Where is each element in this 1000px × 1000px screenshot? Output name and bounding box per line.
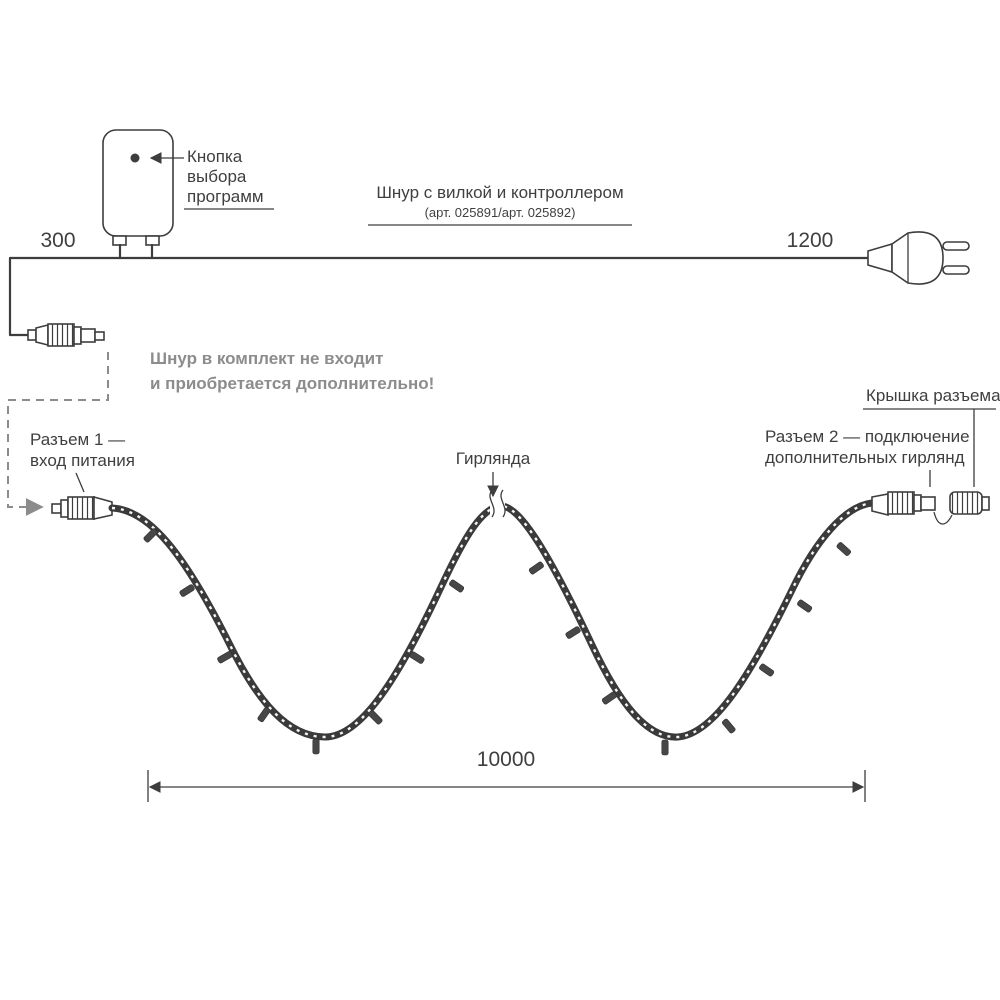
connector1-knurl: [67, 496, 95, 520]
garland-leds: [143, 528, 851, 756]
cord-callout: Шнур с вилкой и контроллером (арт. 02589…: [368, 183, 632, 226]
connector2-label-line2: дополнительных гирлянд: [765, 448, 965, 467]
garland-callout: Гирлянда: [456, 449, 531, 498]
break-squiggle-right: [500, 489, 506, 518]
connector-cap-end: [981, 496, 990, 511]
note-line2: и приобретается дополнительно!: [150, 374, 434, 393]
connector1-callout: Разъем 1 — вход питания: [30, 430, 135, 493]
connector2-body: [920, 496, 936, 511]
led: [409, 651, 425, 664]
connector1-cone: [93, 495, 113, 520]
led: [368, 710, 383, 725]
spare-connector-knurl: [47, 323, 75, 347]
dimension-right-cord: 1200: [787, 229, 834, 252]
cord-article: (арт. 025891/арт. 025892): [425, 205, 576, 220]
spare-connector-ring: [73, 326, 82, 345]
connector2-callout: Разъем 2 — подключение дополнительных ги…: [765, 427, 970, 487]
program-select-button: [130, 153, 140, 163]
led: [528, 561, 544, 575]
controller-stub-right: [145, 235, 160, 246]
button-label-line2: выбора: [187, 167, 247, 186]
cap-label: Крышка разъема: [866, 386, 1000, 405]
led: [836, 542, 851, 556]
garland-dimension: 10000: [147, 748, 866, 802]
led: [797, 599, 813, 613]
led: [312, 738, 320, 755]
not-included-note: Шнур в комплект не входит и приобретаетс…: [150, 349, 434, 393]
power-cord-wires: [8, 243, 870, 337]
led: [721, 718, 736, 734]
spare-connector-stub: [27, 329, 37, 341]
garland-label: Гирлянда: [456, 449, 531, 468]
plug-pin-bottom: [942, 265, 970, 275]
connector2-knurl: [887, 491, 915, 515]
garland-wire-twist: [111, 501, 873, 739]
connector2-cone: [871, 493, 889, 517]
controller-body: [102, 129, 174, 237]
wire-break-mark: [489, 489, 506, 519]
led: [143, 528, 158, 543]
button-label-line1: Кнопка: [187, 147, 243, 166]
mains-plug: [867, 231, 970, 285]
connector2-extension: [871, 491, 990, 525]
led: [601, 691, 617, 705]
controller-stub-left: [112, 235, 127, 246]
garland-string: [108, 489, 876, 756]
connector1-label-line1: Разъем 1 —: [30, 430, 125, 449]
connector1-power-input: [51, 495, 113, 520]
cap-tether: [933, 511, 953, 525]
dimension-garland-length: 10000: [477, 748, 535, 771]
led: [565, 626, 581, 639]
led: [661, 739, 669, 756]
led: [257, 707, 271, 723]
connector1-ring: [60, 499, 69, 518]
spare-cord-connector: [27, 323, 105, 347]
connector2-ring: [913, 494, 922, 512]
connector1-leader: [75, 472, 85, 493]
led: [449, 579, 465, 593]
not-included-dashed-path: [7, 352, 109, 516]
spare-connector-body: [80, 328, 96, 343]
cord-run: [8, 256, 870, 337]
button-callout: Кнопка выбора программ: [149, 147, 274, 210]
plug-body: [891, 231, 944, 285]
spare-connector-cone: [35, 323, 49, 347]
plug-cable-grip: [867, 242, 893, 274]
button-label-line3: программ: [187, 187, 264, 206]
led: [179, 584, 195, 597]
led: [759, 663, 775, 677]
dimension-left-cord: 300: [40, 229, 75, 252]
cord-label: Шнур с вилкой и контроллером: [376, 183, 623, 202]
connector1-label-line2: вход питания: [30, 451, 135, 470]
connector1-tip: [51, 503, 62, 514]
connector-cap: [949, 491, 983, 515]
led: [217, 651, 233, 664]
connector2-label-line1: Разъем 2 — подключение: [765, 427, 970, 446]
plug-pin-top: [942, 241, 970, 251]
note-line1: Шнур в комплект не входит: [150, 349, 383, 368]
spare-connector-tip: [94, 331, 105, 341]
garland-wire: [108, 499, 876, 741]
cap-callout: Крышка разъема: [863, 386, 1000, 487]
controller-box: [102, 129, 174, 246]
